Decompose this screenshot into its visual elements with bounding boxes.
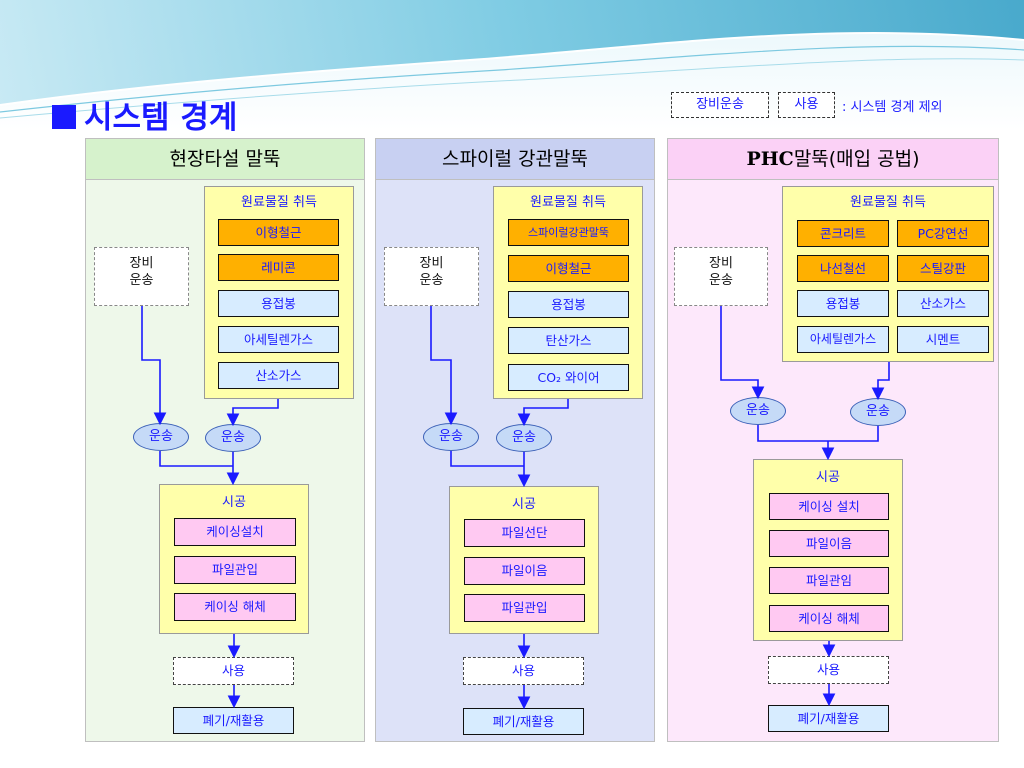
construction-step: 파일이음 bbox=[769, 530, 889, 557]
page-title-text: 시스템 경계 bbox=[84, 100, 238, 136]
transport-oval: 운송 bbox=[423, 423, 479, 451]
construction-group-label: 시공 bbox=[222, 495, 246, 510]
disposal-box: 폐기/재활용 bbox=[768, 705, 889, 732]
legend-note: : 시스템 경계 제외 bbox=[842, 100, 943, 115]
material-item: 스파이럴강관말뚝 bbox=[508, 219, 629, 246]
material-item: 레미콘 bbox=[218, 254, 339, 281]
legend-equip-transport: 장비운송 bbox=[671, 92, 769, 118]
construction-group-label: 시공 bbox=[512, 497, 536, 512]
material-item: 이형철근 bbox=[218, 219, 339, 246]
use-box: 사용 bbox=[463, 657, 584, 685]
material-item: 나선철선 bbox=[797, 255, 889, 282]
material-item: PC강연선 bbox=[897, 220, 989, 247]
material-item: 용접봉 bbox=[508, 291, 629, 318]
construction-step: 파일관입 bbox=[464, 594, 585, 622]
construction-step: 파일이음 bbox=[464, 557, 585, 585]
equip-line: 장비 bbox=[709, 256, 733, 271]
construction-step: 케이싱설치 bbox=[174, 518, 296, 546]
column-header-text: 말뚝(매입 공법) bbox=[793, 148, 920, 170]
material-item: 산소가스 bbox=[218, 362, 339, 389]
use-box: 사용 bbox=[173, 657, 294, 685]
use-box: 사용 bbox=[768, 656, 889, 684]
equipment-transport-box: 장비 운송 bbox=[384, 247, 479, 306]
material-item: 아세틸렌가스 bbox=[218, 326, 339, 353]
material-item: 콘크리트 bbox=[797, 220, 889, 247]
construction-step: 파일선단 bbox=[464, 519, 585, 547]
column-header: 스파이럴 강관말뚝 bbox=[376, 139, 654, 180]
material-item: CO₂ 와이어 bbox=[508, 364, 629, 391]
equip-line: 운송 bbox=[709, 273, 733, 288]
column-header: PHC말뚝(매입 공법) bbox=[668, 139, 998, 180]
page-title: 시스템 경계 bbox=[52, 92, 237, 137]
material-item: 시멘트 bbox=[897, 326, 989, 353]
equip-line: 운송 bbox=[419, 273, 444, 288]
material-item: 아세틸렌가스 bbox=[797, 326, 889, 353]
material-item: 이형철근 bbox=[508, 255, 629, 282]
disposal-box: 폐기/재활용 bbox=[173, 707, 294, 734]
equipment-transport-box: 장비 운송 bbox=[94, 247, 189, 306]
transport-oval: 운송 bbox=[496, 424, 552, 452]
header-wave-decoration bbox=[0, 0, 1024, 130]
materials-group-label: 원료물질 취득 bbox=[241, 195, 317, 210]
transport-oval: 운송 bbox=[850, 398, 906, 426]
disposal-box: 폐기/재활용 bbox=[463, 708, 584, 735]
title-square-icon bbox=[52, 105, 76, 129]
material-item: 용접봉 bbox=[797, 290, 889, 317]
materials-group-label: 원료물질 취득 bbox=[850, 195, 926, 210]
materials-group-label: 원료물질 취득 bbox=[530, 195, 606, 210]
material-item: 스틸강판 bbox=[897, 255, 989, 282]
legend-use: 사용 bbox=[778, 92, 835, 118]
transport-oval: 운송 bbox=[133, 423, 189, 451]
construction-step: 케이싱 설치 bbox=[769, 493, 889, 520]
column-header: 현장타설 말뚝 bbox=[86, 139, 364, 180]
material-item: 용접봉 bbox=[218, 290, 339, 317]
construction-group-label: 시공 bbox=[816, 470, 840, 485]
construction-step: 파일관임 bbox=[769, 567, 889, 594]
construction-step: 파일관입 bbox=[174, 556, 296, 584]
material-item: 산소가스 bbox=[897, 290, 989, 317]
equip-line: 장비 bbox=[129, 256, 154, 271]
transport-oval: 운송 bbox=[205, 424, 261, 452]
construction-step: 케이싱 해체 bbox=[174, 593, 296, 621]
construction-step: 케이싱 해체 bbox=[769, 605, 889, 632]
column-header-latin: PHC bbox=[746, 148, 794, 170]
material-item: 탄산가스 bbox=[508, 327, 629, 354]
equipment-transport-box: 장비 운송 bbox=[674, 247, 768, 306]
equip-line: 운송 bbox=[129, 273, 154, 288]
transport-oval: 운송 bbox=[730, 397, 786, 425]
equip-line: 장비 bbox=[419, 256, 444, 271]
